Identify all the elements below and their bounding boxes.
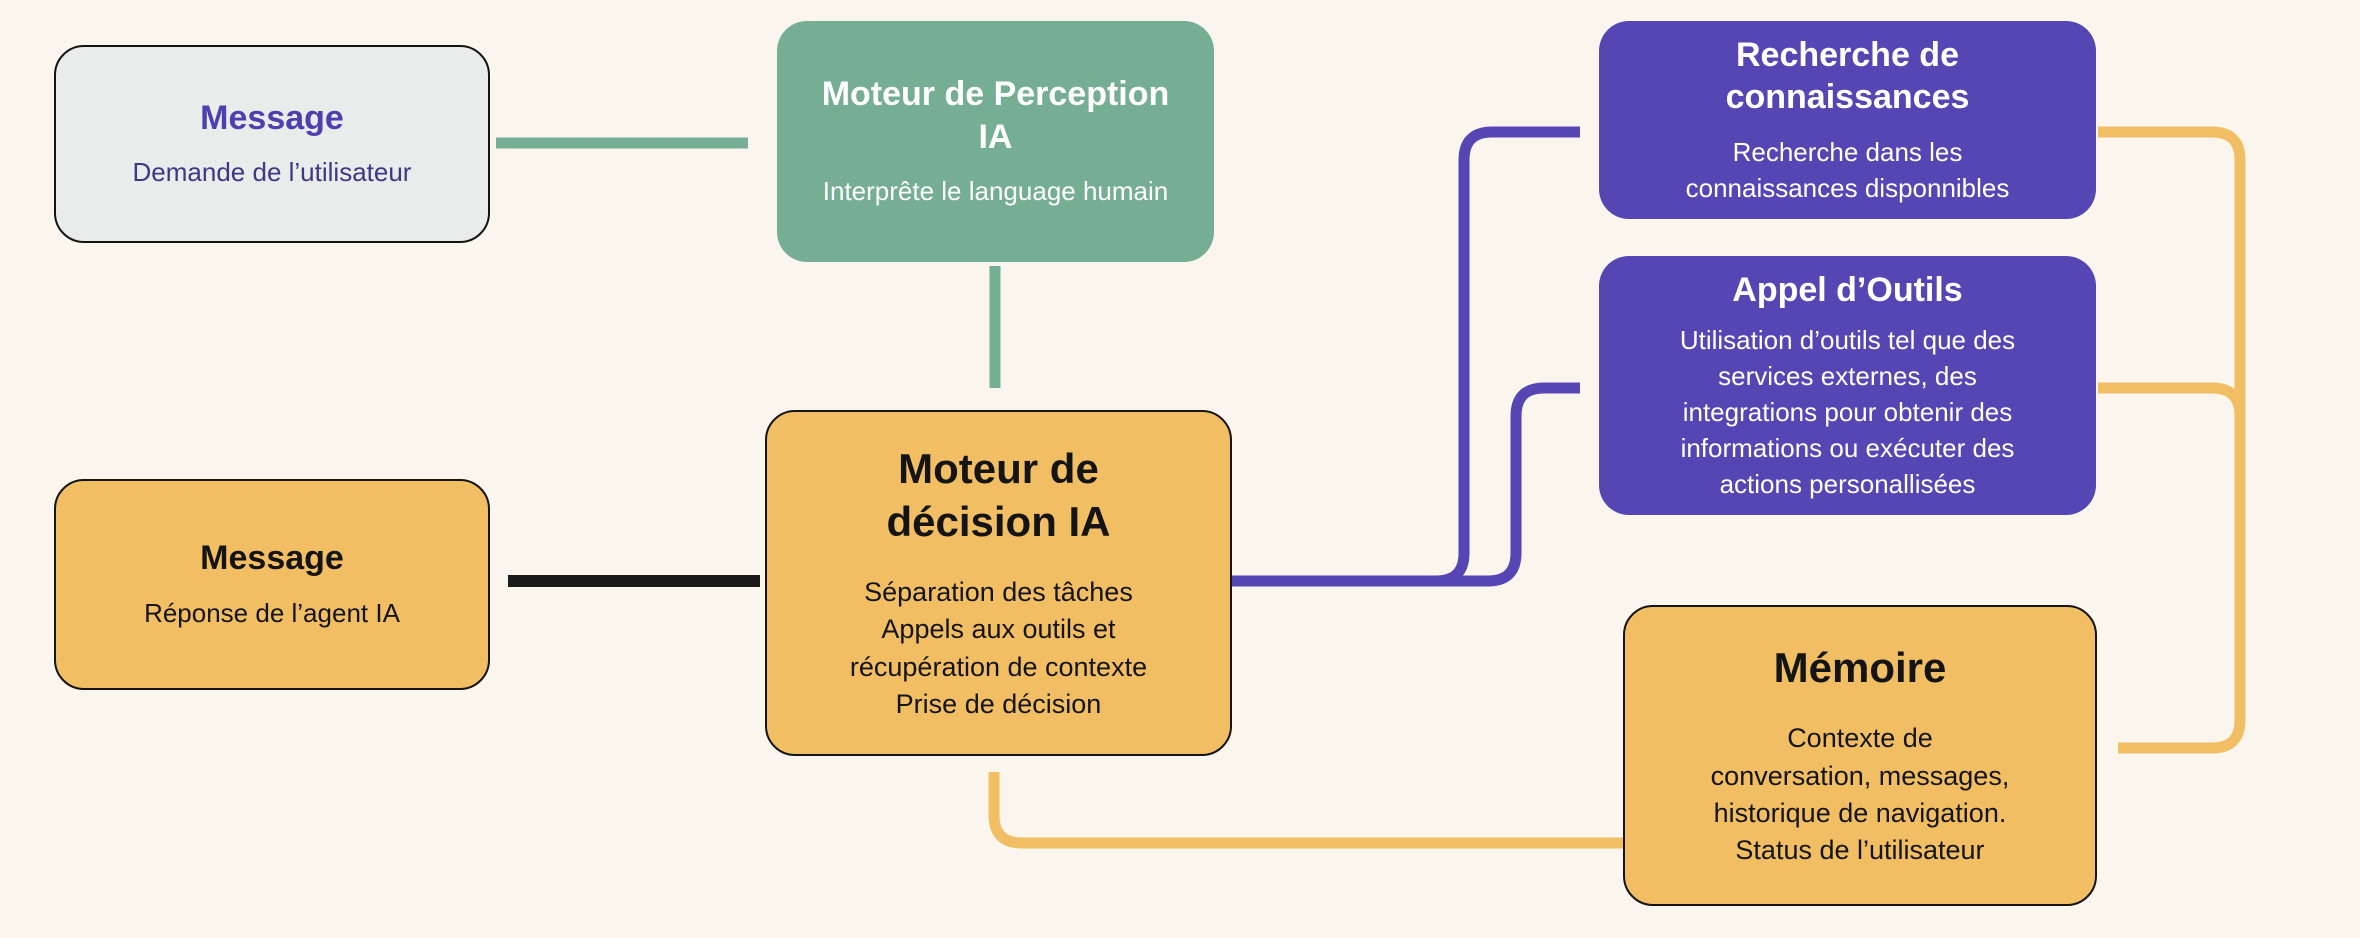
node-body: Utilisation d’outils tel que des service… — [1679, 325, 2016, 499]
node-title: Moteur de Perception IA — [821, 75, 1170, 156]
node-decision-engine: Moteur de décision IA Séparation des tâc… — [765, 410, 1232, 756]
node-body: Réponse de l’agent IA — [144, 597, 400, 628]
node-title: Recherche de connaissances — [1725, 35, 1970, 117]
arrow-memory-to-decision — [988, 772, 1623, 849]
node-title: Moteur de décision IA — [886, 445, 1111, 545]
node-body: Recherche dans les connaissances disponn… — [1685, 136, 2010, 203]
node-message-input: Message Demande de l’utilisateur — [54, 45, 490, 243]
node-memory: Mémoire Contexte de conversation, messag… — [1623, 605, 2097, 906]
node-title: Appel d’Outils — [1732, 270, 1963, 309]
arrow-decision-to-tools — [1232, 382, 1580, 587]
node-title: Mémoire — [1773, 643, 1947, 691]
node-body: Séparation des tâches Appels aux outils … — [849, 577, 1148, 719]
arrow-tools-join — [2098, 382, 2246, 430]
node-title: Message — [200, 539, 344, 578]
node-perception-engine: Moteur de Perception IA Interprête le la… — [777, 21, 1214, 262]
arrow-knowledge-to-memory — [2098, 126, 2246, 754]
node-body: Contexte de conversation, messages, hist… — [1710, 723, 2010, 865]
arrow-decision-to-knowledge — [1232, 126, 1580, 587]
node-body: Demande de l’utilisateur — [132, 157, 412, 188]
node-message-output: Message Réponse de l’agent IA — [54, 479, 490, 690]
node-title: Message — [200, 98, 344, 137]
node-tool-calls: Appel d’Outils Utilisation d’outils tel … — [1599, 256, 2096, 515]
node-knowledge-search: Recherche de connaissances Recherche dan… — [1599, 21, 2096, 219]
node-body: Interprête le language humain — [822, 176, 1169, 207]
